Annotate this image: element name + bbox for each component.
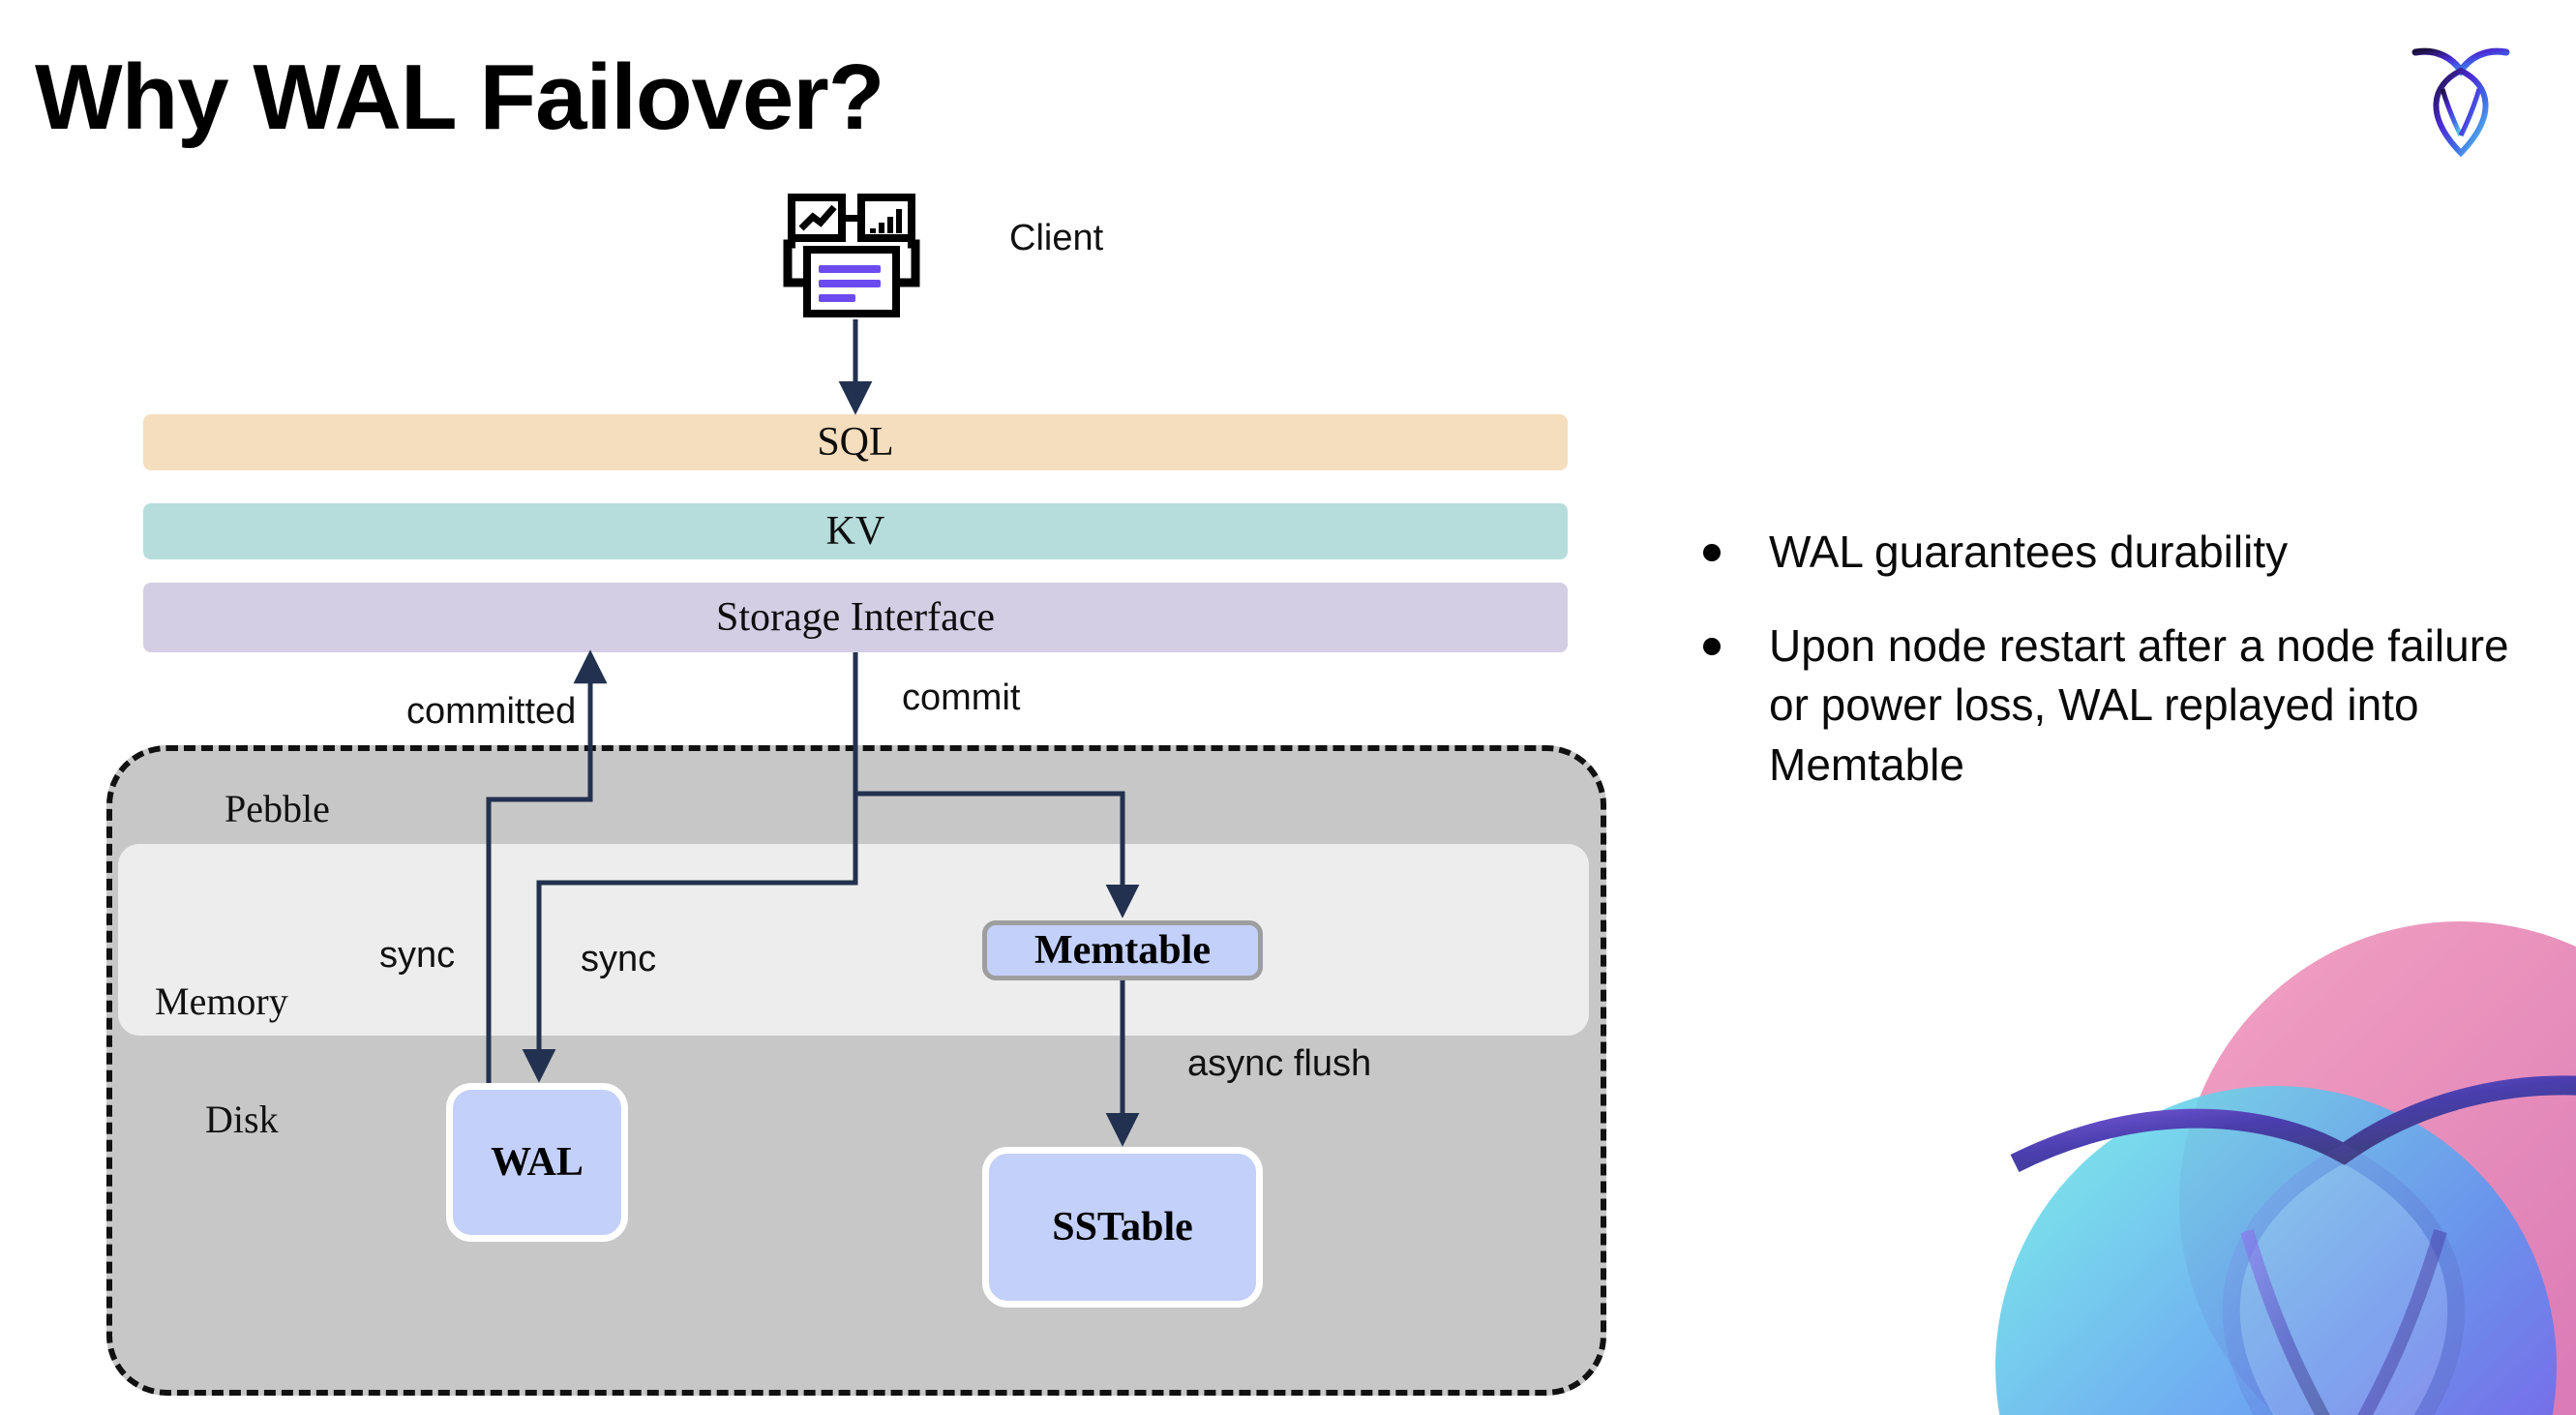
edge-label-commit: commit [902, 677, 1021, 718]
page-title: Why WAL Failover? [35, 45, 884, 149]
memory-label: Memory [155, 979, 288, 1023]
node-label-wal: WAL [491, 1140, 584, 1185]
list-item: Upon node restart after a node failure o… [1703, 617, 2535, 795]
client-dashboard-icon [774, 194, 929, 329]
node-memtable: Memtable [982, 920, 1263, 980]
bullet-text: WAL guarantees durability [1769, 527, 2289, 577]
memory-region [118, 844, 1589, 1036]
layer-bar-storage-interface: Storage Interface [143, 583, 1568, 652]
decorative-watermark [1957, 912, 2576, 1415]
layer-bar-sql: SQL [143, 414, 1568, 470]
bullet-dot-icon [1703, 638, 1721, 656]
pebble-label: Pebble [225, 787, 330, 830]
layer-label-kv: KV [825, 509, 885, 554]
client-label: Client [1009, 218, 1104, 258]
layer-bar-kv: KV [143, 503, 1568, 559]
node-wal: WAL [446, 1083, 628, 1242]
bullet-list: WAL guarantees durability Upon node rest… [1703, 523, 2535, 829]
pebble-container [106, 745, 1606, 1396]
cockroach-labs-logo [2408, 39, 2514, 165]
node-label-sstable: SSTable [1052, 1205, 1193, 1249]
layer-label-storage-interface: Storage Interface [716, 595, 995, 640]
node-sstable: SSTable [982, 1147, 1263, 1308]
bullet-dot-icon [1703, 544, 1721, 561]
bullet-text: Upon node restart after a node failure o… [1769, 620, 2509, 790]
architecture-diagram: Client SQL KV Storage Interface Pebble M… [106, 194, 1606, 1396]
node-label-memtable: Memtable [1034, 928, 1211, 973]
edge-label-async-flush: async flush [1187, 1043, 1372, 1084]
layer-label-sql: SQL [817, 420, 894, 465]
disk-label: Disk [205, 1098, 279, 1141]
list-item: WAL guarantees durability [1703, 523, 2535, 582]
edge-label-committed: committed [406, 691, 577, 732]
edge-label-sync-left: sync [379, 935, 456, 976]
edge-label-sync-right: sync [581, 939, 657, 979]
